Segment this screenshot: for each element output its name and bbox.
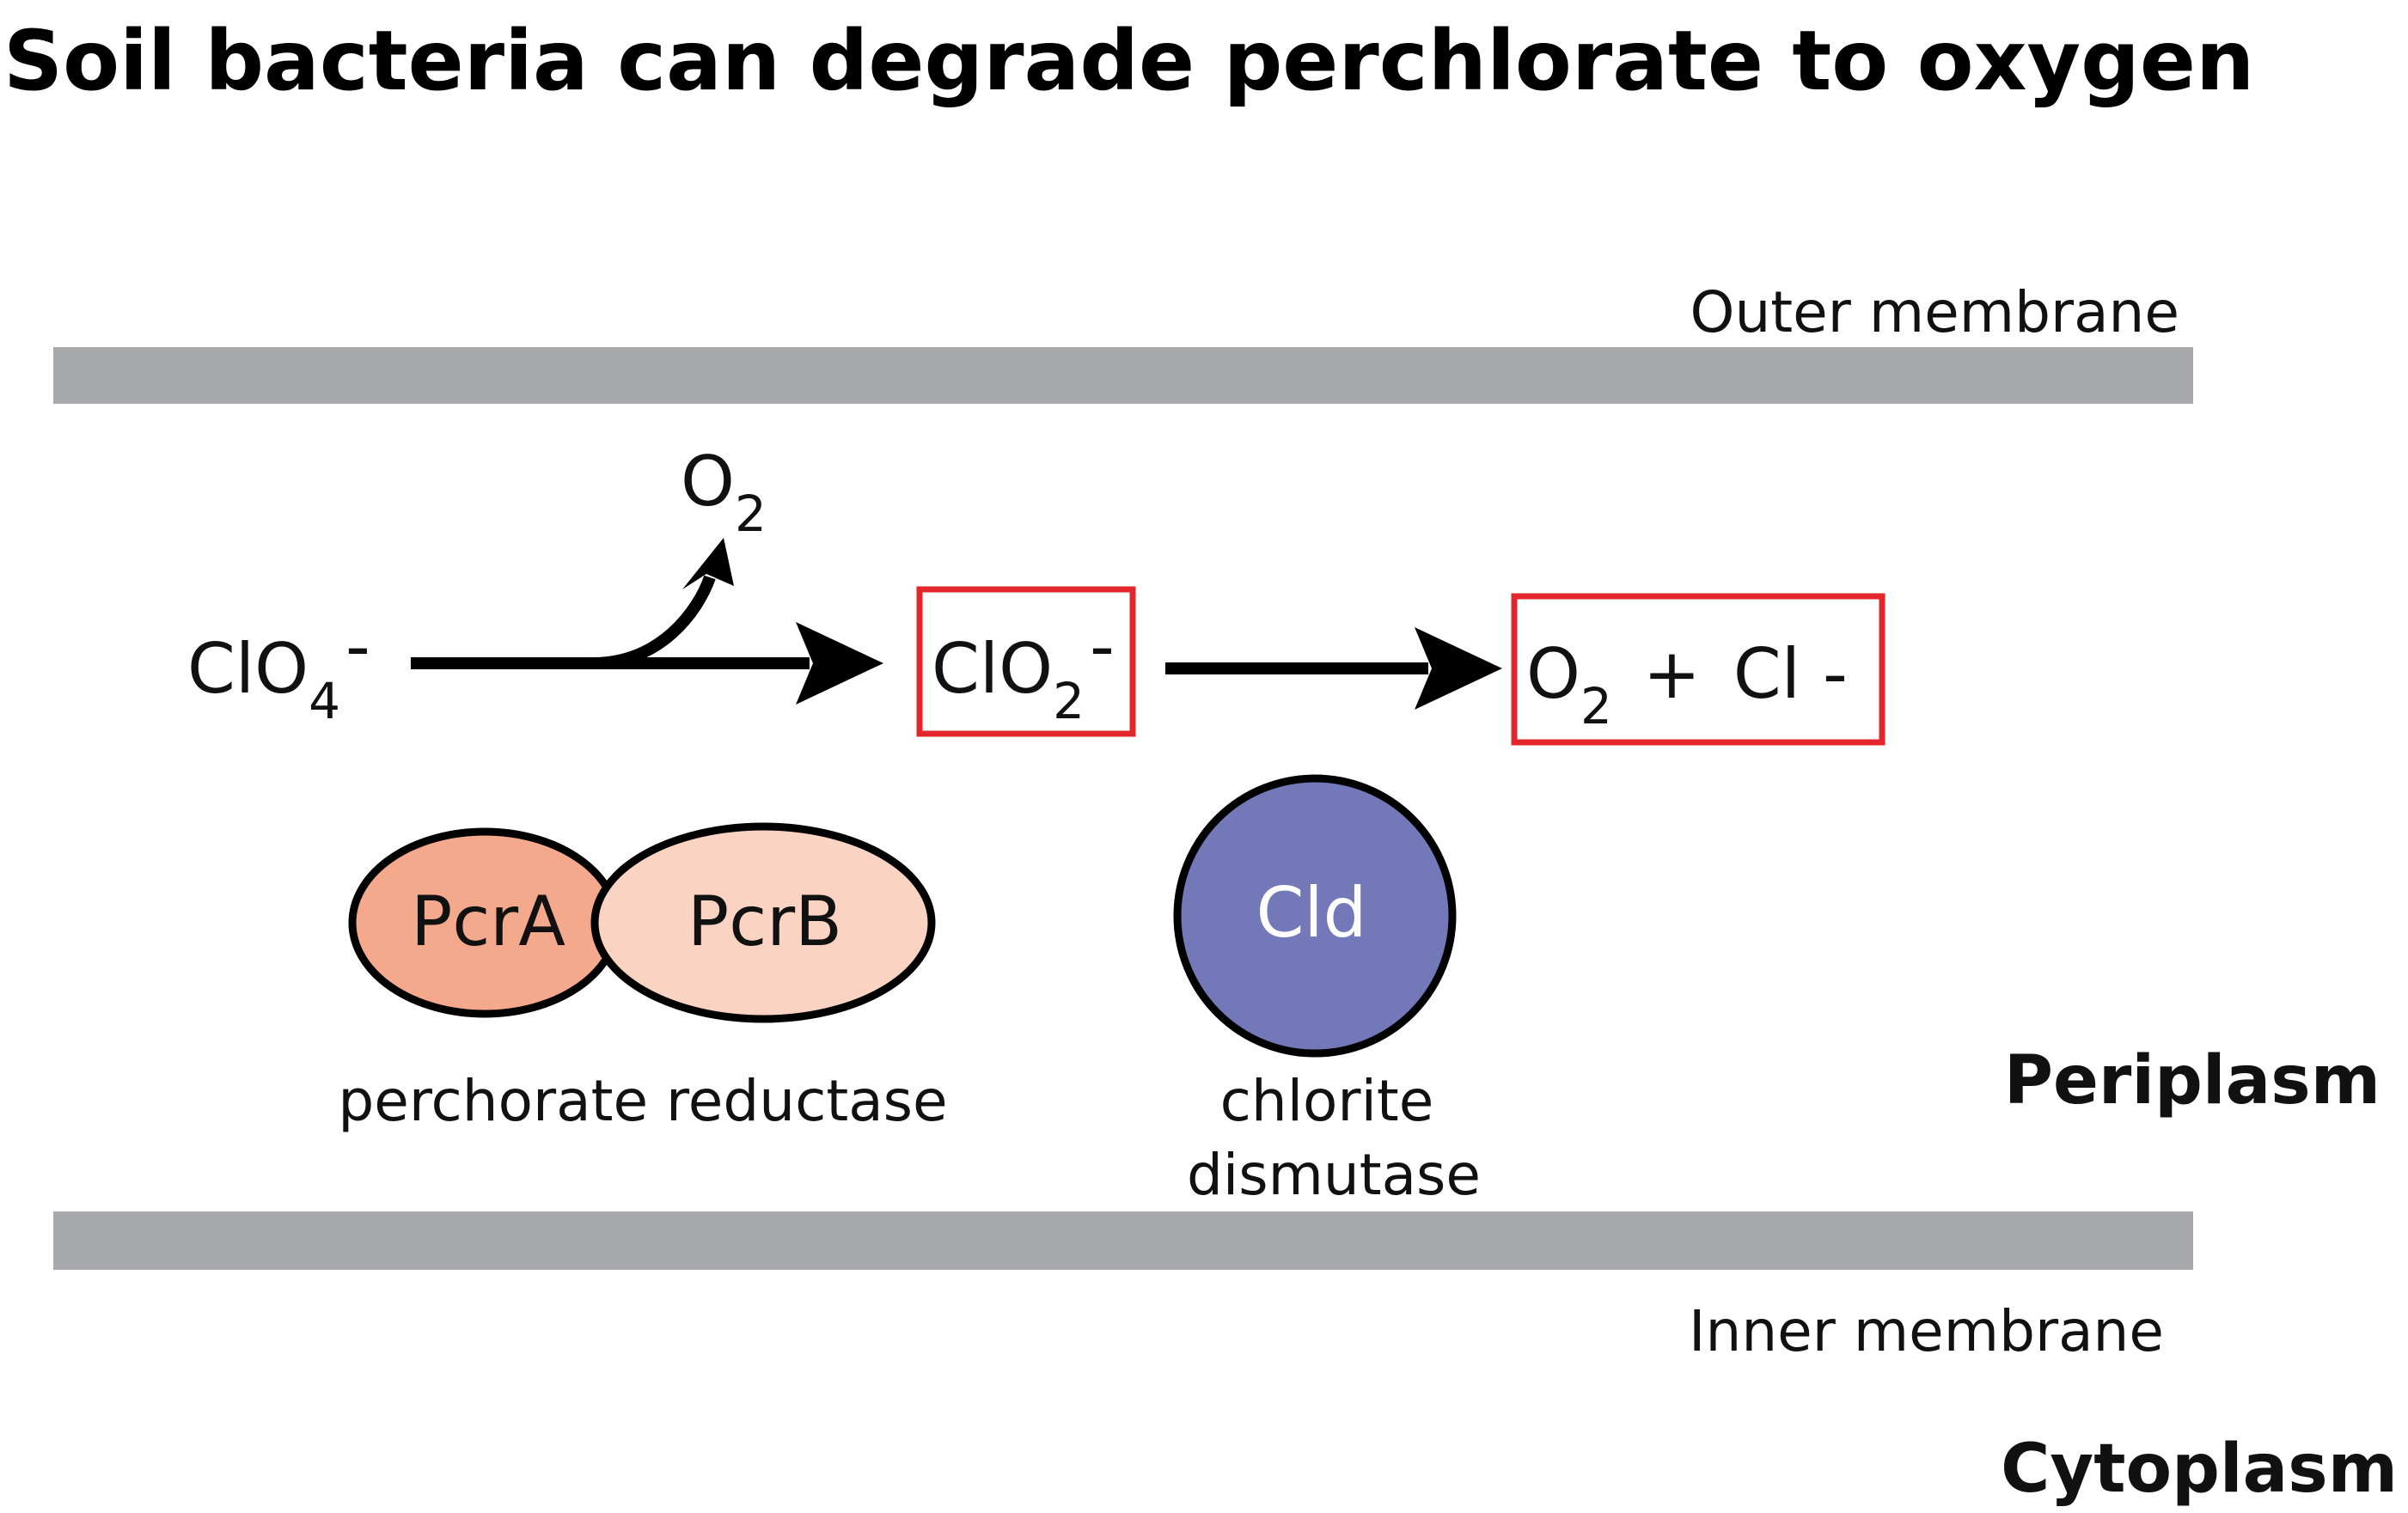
cld-caption-line1: chlorite	[1220, 1068, 1434, 1134]
cld-caption-line2: dismutase	[1187, 1142, 1481, 1208]
chlorite-label: ClO2-	[932, 607, 1115, 730]
inner-membrane-bar	[53, 1211, 2193, 1270]
reduction-arrow-head	[796, 622, 883, 705]
oxygen-branch-arrow-curve	[592, 575, 716, 669]
pcrb-label: PcrB	[688, 882, 842, 961]
outer-membrane-bar	[53, 347, 2193, 404]
reductase-caption: perchorate reductase	[338, 1068, 947, 1134]
products-label: O2+Cl-	[1526, 634, 1848, 735]
oxygen-side-product-label: O2	[681, 442, 767, 543]
pcra-label: PcrA	[411, 882, 565, 961]
cld-label: Cld	[1256, 873, 1367, 953]
oxygen-branch-arrow-head	[682, 538, 734, 589]
periplasm-label: Periplasm	[2004, 1042, 2380, 1119]
dismutation-arrow-head	[1415, 627, 1502, 710]
cld-enzyme	[1173, 774, 1457, 1058]
outer-membrane-label: Outer membrane	[1690, 279, 2179, 345]
products-highlight-box	[1511, 593, 1885, 746]
diagram-title: Soil bacteria can degrade perchlorate to…	[3, 13, 2254, 109]
perchlorate-label: ClO4-	[187, 607, 370, 730]
pcrb-subunit	[590, 822, 936, 1023]
cytoplasm-label: Cytoplasm	[2001, 1431, 2398, 1508]
chlorite-highlight-box	[916, 586, 1136, 737]
inner-membrane-label: Inner membrane	[1689, 1298, 2164, 1364]
